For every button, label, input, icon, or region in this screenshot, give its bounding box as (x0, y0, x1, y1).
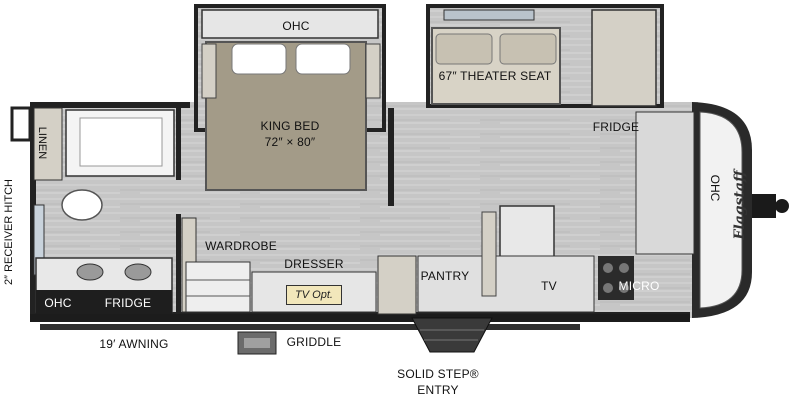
seat-cushion-left (435, 33, 493, 65)
label-micro: MICRO (618, 279, 660, 293)
pillow-right (295, 43, 351, 75)
interior-wall-bath2 (176, 214, 181, 312)
label-wardrobe: WARDROBE (205, 239, 277, 253)
ohc-bedroom-cabinet (201, 9, 379, 39)
label-pantry: PANTRY (420, 269, 470, 283)
sink-left (76, 263, 104, 281)
label-griddle: GRIDDLE (286, 335, 342, 349)
pantry-drawers (481, 211, 497, 297)
tv-opt-badge: TV Opt. (286, 285, 342, 305)
window-theater (443, 9, 535, 21)
label-ohc-front: OHC (708, 174, 722, 202)
entry-step (411, 317, 493, 353)
awning-bar (40, 324, 580, 330)
label-ohc-bedroom: OHC (282, 19, 310, 33)
label-solid-step: SOLID STEP® (397, 367, 479, 381)
hitch (752, 194, 776, 218)
label-tv: TV (541, 279, 557, 293)
label-theater-seat: 67″ THEATER SEAT (438, 69, 552, 83)
fridge-cabinet (591, 9, 657, 107)
pillow-left (231, 43, 287, 75)
rear-receiver (10, 106, 32, 142)
toilet (61, 189, 103, 221)
label-king-bed-size: 72″ × 80″ (264, 135, 316, 149)
label-fridge-outdoor: FRIDGE (104, 296, 152, 310)
label-ohc-bath: OHC (44, 296, 72, 310)
wardrobe-shelves (185, 261, 251, 313)
bottom-wall (30, 314, 690, 322)
pantry-cabinet (377, 255, 417, 315)
linen-closet (33, 107, 63, 181)
label-king-bed: KING BED (260, 119, 320, 133)
label-dresser: DRESSER (284, 257, 344, 271)
label-fridge-front: FRIDGE (592, 120, 640, 134)
brand-logo: Flagstaff (732, 170, 748, 240)
sink-right (124, 263, 152, 281)
kitchen-counter (417, 255, 595, 313)
outdoor-ohc-block (36, 290, 172, 314)
label-awning: 19′ AWNING (99, 337, 169, 351)
wall-center (388, 108, 394, 206)
stove (598, 256, 634, 300)
shower-pan (79, 117, 163, 167)
label-receiver-hitch: 2″ RECEIVER HITCH (3, 179, 15, 285)
nightstand-left (201, 43, 217, 99)
seat-cushion-right (499, 33, 557, 65)
interior-wall-bath (176, 108, 181, 180)
nightstand-right (365, 43, 381, 99)
label-entry: ENTRY (417, 383, 459, 397)
front-window (635, 111, 695, 255)
label-linen: LINEN (36, 126, 48, 160)
